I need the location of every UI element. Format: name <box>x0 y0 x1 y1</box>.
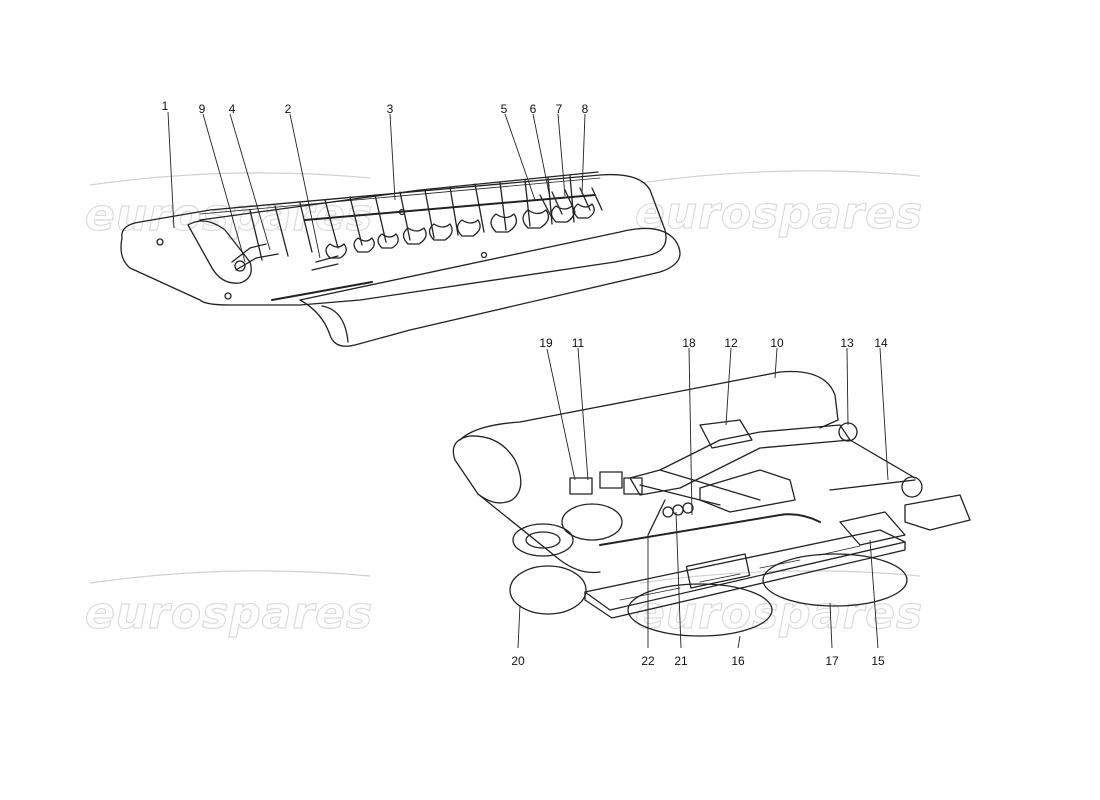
jack-bag-top <box>459 370 839 441</box>
callout-21: 21 <box>674 654 688 668</box>
strap-17 <box>762 553 908 607</box>
callout-6: 6 <box>529 102 537 116</box>
socket <box>672 504 684 516</box>
jack-lever <box>599 513 821 546</box>
watermark-swooshes <box>89 170 921 584</box>
jack-kit <box>452 370 971 637</box>
jack-bag-bottom-edge <box>477 493 601 574</box>
watermark-top-right: eurospares <box>634 187 924 239</box>
tin-lid <box>512 523 574 557</box>
rivet <box>156 238 164 246</box>
callout-13: 13 <box>840 336 854 350</box>
tin-container <box>561 503 623 541</box>
tool-roll-cover-flap <box>299 227 681 347</box>
jack-end <box>901 476 923 498</box>
callout-12: 12 <box>724 336 738 350</box>
tool-roll-top <box>120 171 681 347</box>
box-spanner-c <box>623 477 643 495</box>
tool-roll-body <box>120 173 667 306</box>
strap-20 <box>509 565 587 615</box>
jack-lower-arm <box>639 469 761 506</box>
callout-1: 1 <box>161 99 169 113</box>
callout-14: 14 <box>874 336 888 350</box>
box-spanner-a <box>569 477 593 495</box>
extension-bar <box>647 499 666 536</box>
tool-roll-inner-edge <box>199 171 599 221</box>
jack-base-plate <box>699 469 796 513</box>
spanner-set <box>325 203 595 259</box>
tommy-bar <box>271 281 373 301</box>
leader-lines <box>167 111 889 649</box>
box-spanner-b <box>599 471 623 489</box>
pliers <box>231 243 279 271</box>
jack-screw <box>829 439 916 491</box>
callout-9: 9 <box>198 102 206 116</box>
callout-18: 18 <box>682 336 696 350</box>
socket <box>662 506 674 518</box>
strap-16 <box>627 583 773 637</box>
callout-11: 11 <box>571 336 585 350</box>
callout-22: 22 <box>641 654 655 668</box>
callout-17: 17 <box>825 654 839 668</box>
pliers-pivot <box>234 260 246 272</box>
grip-handle <box>839 511 906 546</box>
watermark-bottom-left: eurospares <box>84 587 374 639</box>
callout-2: 2 <box>284 102 292 116</box>
screwdriver-set <box>539 187 603 219</box>
grip-pad <box>904 494 971 531</box>
rivet <box>480 251 488 259</box>
callout-5: 5 <box>500 102 508 116</box>
callout-4: 4 <box>228 102 236 116</box>
callout-10: 10 <box>770 336 784 350</box>
callout-8: 8 <box>581 102 589 116</box>
callout-15: 15 <box>871 654 885 668</box>
tool-pockets <box>249 175 575 261</box>
box-spanner <box>311 255 339 271</box>
callout-20: 20 <box>511 654 525 668</box>
tool-roll-left-tube <box>187 220 252 284</box>
jack-upper-arm <box>629 424 851 496</box>
jack-pivot <box>838 422 858 442</box>
callout-7: 7 <box>555 102 563 116</box>
chock-label-plate <box>685 553 751 589</box>
rivet <box>224 292 232 300</box>
tool-roll-flap-fold <box>321 305 349 343</box>
callout-16: 16 <box>731 654 745 668</box>
jack-bag-left-end <box>452 435 522 504</box>
callout-3: 3 <box>386 102 394 116</box>
socket <box>682 502 694 514</box>
callout-19: 19 <box>539 336 553 350</box>
tin-lid-inner <box>525 531 561 549</box>
